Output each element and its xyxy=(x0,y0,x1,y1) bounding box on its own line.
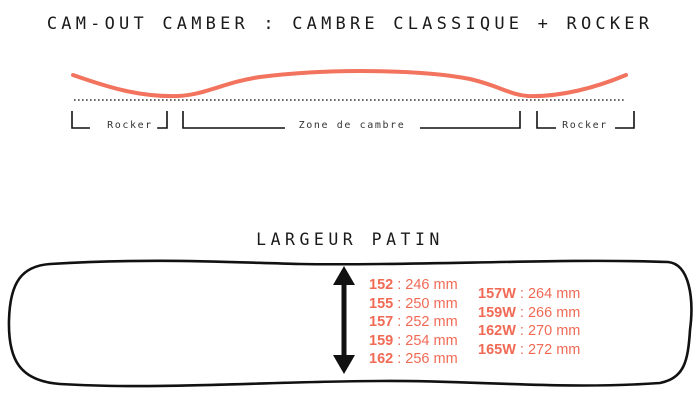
size-row: 159 : 254 mm xyxy=(369,332,458,349)
size-row: 157 : 252 mm xyxy=(369,314,458,331)
wide-sizes-list: 157W : 264 mm 159W : 266 mm 162W : 270 m… xyxy=(478,285,580,359)
width-arrow xyxy=(333,266,355,374)
bracket-camber-zone xyxy=(182,111,521,129)
zone-label-rocker-left: Rocker xyxy=(103,120,157,131)
width-title: LARGEUR PATIN xyxy=(256,230,444,249)
board-outline xyxy=(7,259,693,388)
size-row: 152 : 246 mm xyxy=(369,277,458,293)
regular-sizes-list: 152 : 246 mm 155 : 250 mm 157 : 252 mm 1… xyxy=(369,276,458,369)
camber-profile-curve xyxy=(71,68,628,99)
zone-label-camber: Zone de cambre xyxy=(294,120,410,131)
size-row: 162W : 270 mm xyxy=(478,323,581,340)
profile-title: CAM-OUT CAMBER : CAMBRE CLASSIQUE + ROCK… xyxy=(46,14,654,34)
size-row: 165W : 272 mm xyxy=(478,341,581,358)
zone-label-rocker-right: Rocker xyxy=(558,120,612,131)
size-row: 162 : 256 mm xyxy=(369,351,458,368)
bracket-rocker-right xyxy=(536,111,635,129)
size-row: 155 : 250 mm xyxy=(369,295,458,312)
size-row: 157W : 264 mm xyxy=(478,286,581,302)
size-row: 159W : 266 mm xyxy=(478,304,581,321)
